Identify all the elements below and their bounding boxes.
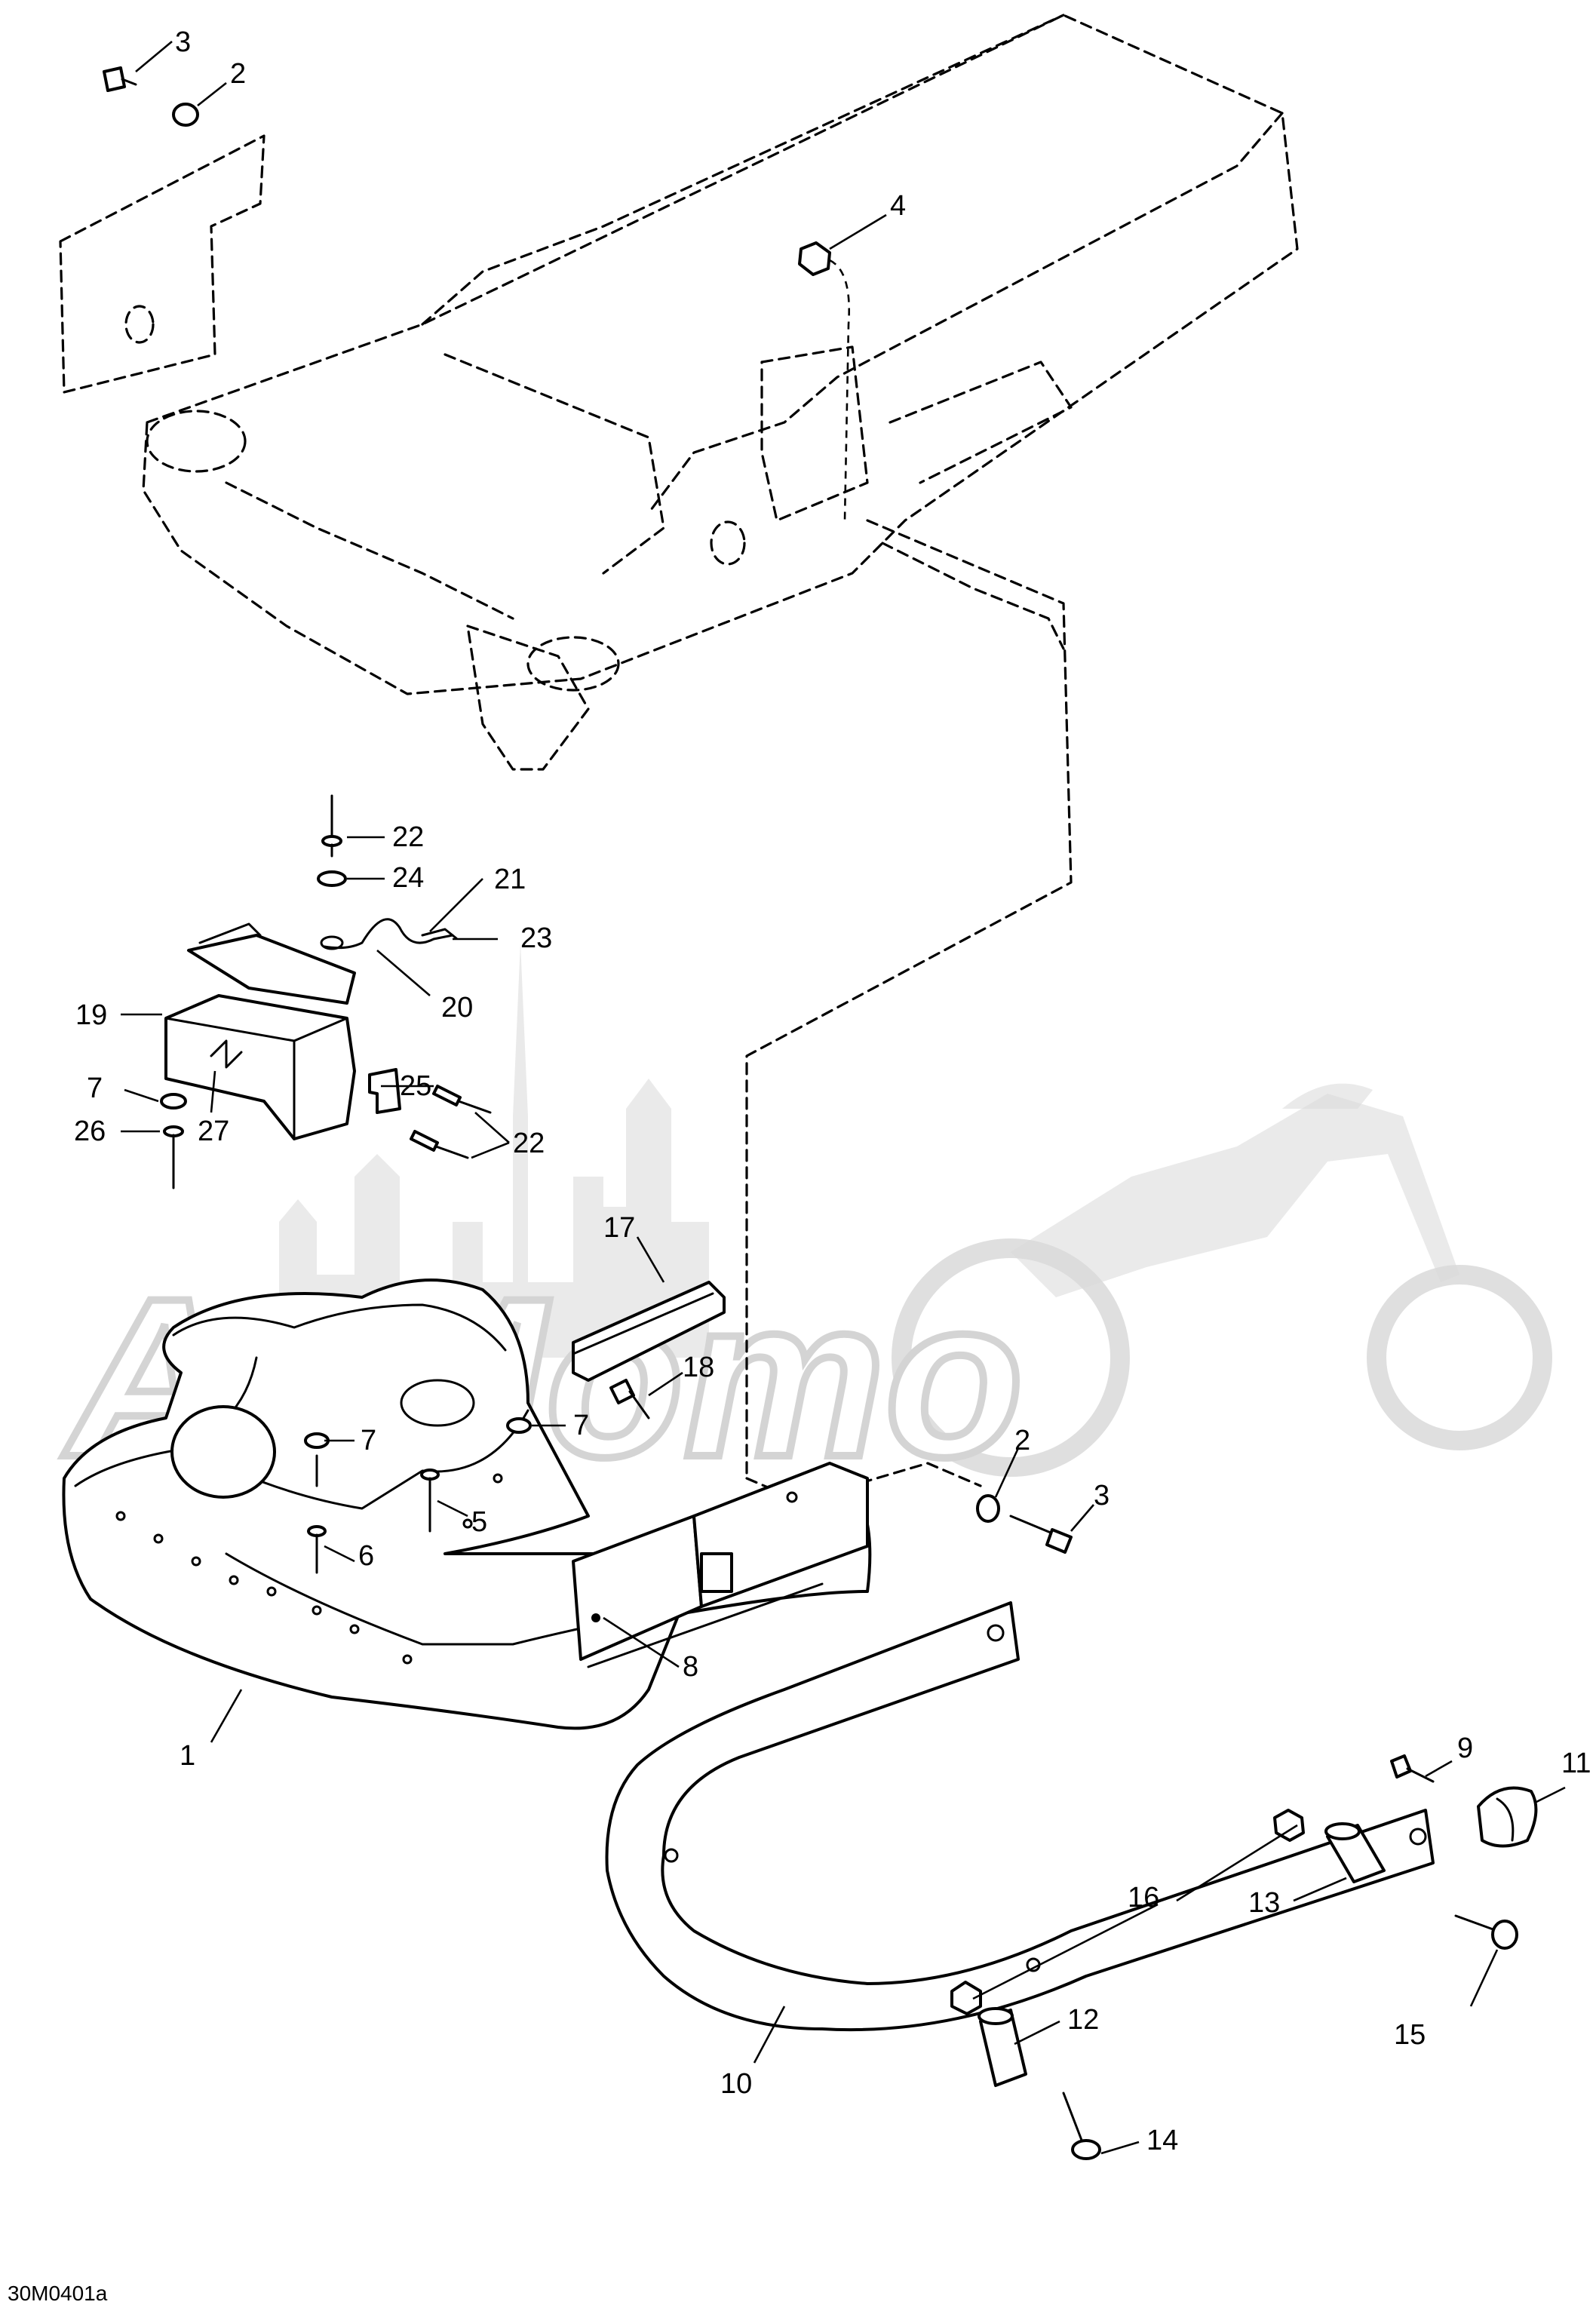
callout-7: 7 — [361, 1425, 376, 1456]
callout-19: 19 — [75, 999, 107, 1031]
washer-24 — [317, 870, 347, 887]
callout-17: 17 — [603, 1212, 635, 1244]
angle-strip — [572, 1281, 726, 1382]
nut-16-bottom — [950, 1981, 982, 2015]
callout-numbers: 3 2 4 22 24 21 23 20 19 25 7 27 26 22 17… — [74, 26, 1591, 2156]
spacer-block — [572, 1462, 869, 1668]
callout-9: 9 — [1457, 1732, 1473, 1764]
callout-13: 13 — [1248, 1887, 1280, 1919]
callout-11: 11 — [1561, 1748, 1591, 1779]
battery-box — [164, 922, 356, 1140]
bracket-25 — [368, 1068, 401, 1114]
callout-12: 12 — [1067, 2004, 1099, 2036]
washer-2-top — [172, 103, 199, 127]
bolt-14 — [1062, 2092, 1101, 2160]
diagram-reference-code: 30M0401a — [8, 2282, 108, 2305]
callout-4: 4 — [890, 190, 906, 222]
callout-3: 3 — [1094, 1480, 1110, 1512]
callout-1: 1 — [180, 1740, 195, 1772]
callout-14: 14 — [1146, 2125, 1178, 2156]
spacer-12 — [978, 2007, 1027, 2087]
callout-18: 18 — [683, 1352, 714, 1383]
rivet-6 — [307, 1454, 327, 1574]
callout-3: 3 — [175, 26, 191, 58]
callout-15: 15 — [1394, 2019, 1426, 2051]
callout-21: 21 — [494, 864, 526, 895]
leader-lines — [121, 41, 1566, 2155]
callout-16: 16 — [1128, 1882, 1159, 1914]
washer-2-right — [976, 1494, 1000, 1523]
ground-wire — [320, 918, 458, 950]
rivet-26 — [163, 1125, 184, 1189]
callout-26: 26 — [74, 1116, 106, 1147]
callout-6: 6 — [358, 1540, 374, 1572]
nut-4 — [798, 241, 831, 276]
callout-10: 10 — [720, 2068, 752, 2100]
callout-27: 27 — [198, 1116, 229, 1147]
callout-2: 2 — [1014, 1425, 1030, 1456]
callout-23: 23 — [520, 922, 552, 954]
callout-20: 20 — [441, 992, 473, 1024]
watermark-motorcycle — [892, 1083, 1552, 1477]
frame-phantom — [59, 14, 1299, 1502]
rivet-5 — [420, 1469, 440, 1533]
callout-8: 8 — [683, 1651, 698, 1683]
spacer-13 — [1324, 1822, 1386, 1883]
bolt-15 — [1454, 1914, 1518, 1950]
callout-25: 25 — [400, 1070, 431, 1102]
callout-2: 2 — [230, 58, 246, 90]
callout-7: 7 — [573, 1410, 589, 1441]
bolt-9 — [1390, 1754, 1435, 1783]
bolt-3-top — [103, 66, 137, 92]
washer-7-right — [506, 1417, 532, 1434]
callout-22: 22 — [392, 821, 424, 853]
rivet-22-top — [321, 794, 342, 858]
callout-22: 22 — [513, 1128, 545, 1159]
watermark-city-silhouette — [279, 943, 709, 1358]
bumper-end-cap-11 — [1477, 1786, 1538, 1848]
callout-5: 5 — [471, 1506, 487, 1538]
nut-16-top — [1273, 1809, 1305, 1842]
callout-7: 7 — [87, 1073, 103, 1104]
rivets-22-pair — [410, 1085, 492, 1159]
washer-7-left — [160, 1093, 187, 1109]
nut-4-phantom-line — [829, 259, 850, 521]
callout-24: 24 — [392, 862, 424, 894]
rear-bumper-tube — [605, 1601, 1435, 2032]
rivet-18 — [609, 1379, 650, 1419]
bolt-3-right — [1009, 1515, 1073, 1554]
